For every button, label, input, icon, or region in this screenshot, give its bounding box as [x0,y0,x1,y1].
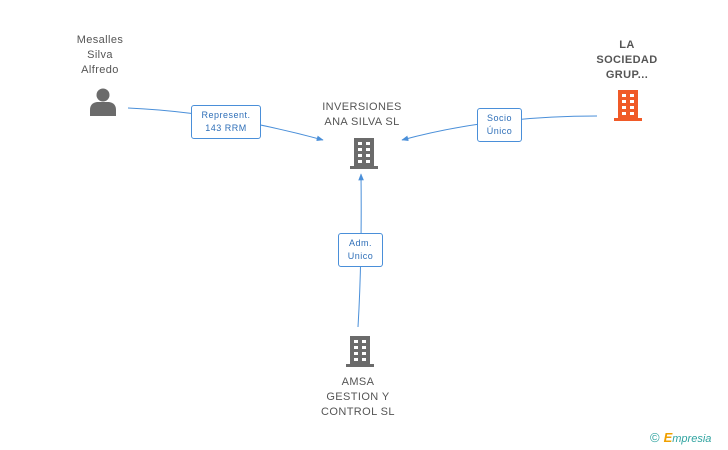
copyright-symbol: © [650,430,660,445]
person-label-line: Alfredo [81,64,119,76]
edge-label-line: Unico [347,251,374,261]
edge-label-line: Socio [486,113,512,123]
edge-label-line: Único [486,126,513,136]
edge-label-adm-unico[interactable]: Adm. Unico [338,233,383,267]
sub-building-icon[interactable] [346,336,374,367]
parent-label-line: SOCIEDAD [596,54,658,66]
edge-label-line: Represent. [201,110,251,120]
center-label-line: ANA SILVA SL [324,116,400,128]
brand-name: mpresia [672,433,712,445]
sub-label-line: GESTION Y [326,391,390,403]
parent-label-line: LA [619,39,635,51]
edge-label-line: Adm. [348,238,372,248]
parent-building-icon[interactable] [614,90,642,121]
center-building-icon[interactable] [350,138,378,169]
person-label-line: Mesalles [76,34,124,46]
sub-label-line: CONTROL SL [321,406,395,418]
parent-label[interactable]: LA SOCIEDAD GRUP... [585,38,669,83]
brand-initial: E [663,430,673,445]
edge-label-represent[interactable]: Represent. 143 RRM [191,105,261,139]
person-icon[interactable] [90,88,116,117]
empresia-logo[interactable]: ©Empresia [650,430,711,445]
center-label[interactable]: INVERSIONES ANA SILVA SL [310,100,414,130]
person-label-line: Silva [87,49,113,61]
person-label[interactable]: Mesalles Silva Alfredo [60,33,140,78]
edge-label-line: 143 RRM [205,123,247,133]
edge-label-socio-unico[interactable]: Socio Único [477,108,522,142]
center-label-line: INVERSIONES [322,101,402,113]
sub-label-line: AMSA [341,376,375,388]
sub-label[interactable]: AMSA GESTION Y CONTROL SL [306,375,410,420]
parent-label-line: GRUP... [605,69,649,81]
